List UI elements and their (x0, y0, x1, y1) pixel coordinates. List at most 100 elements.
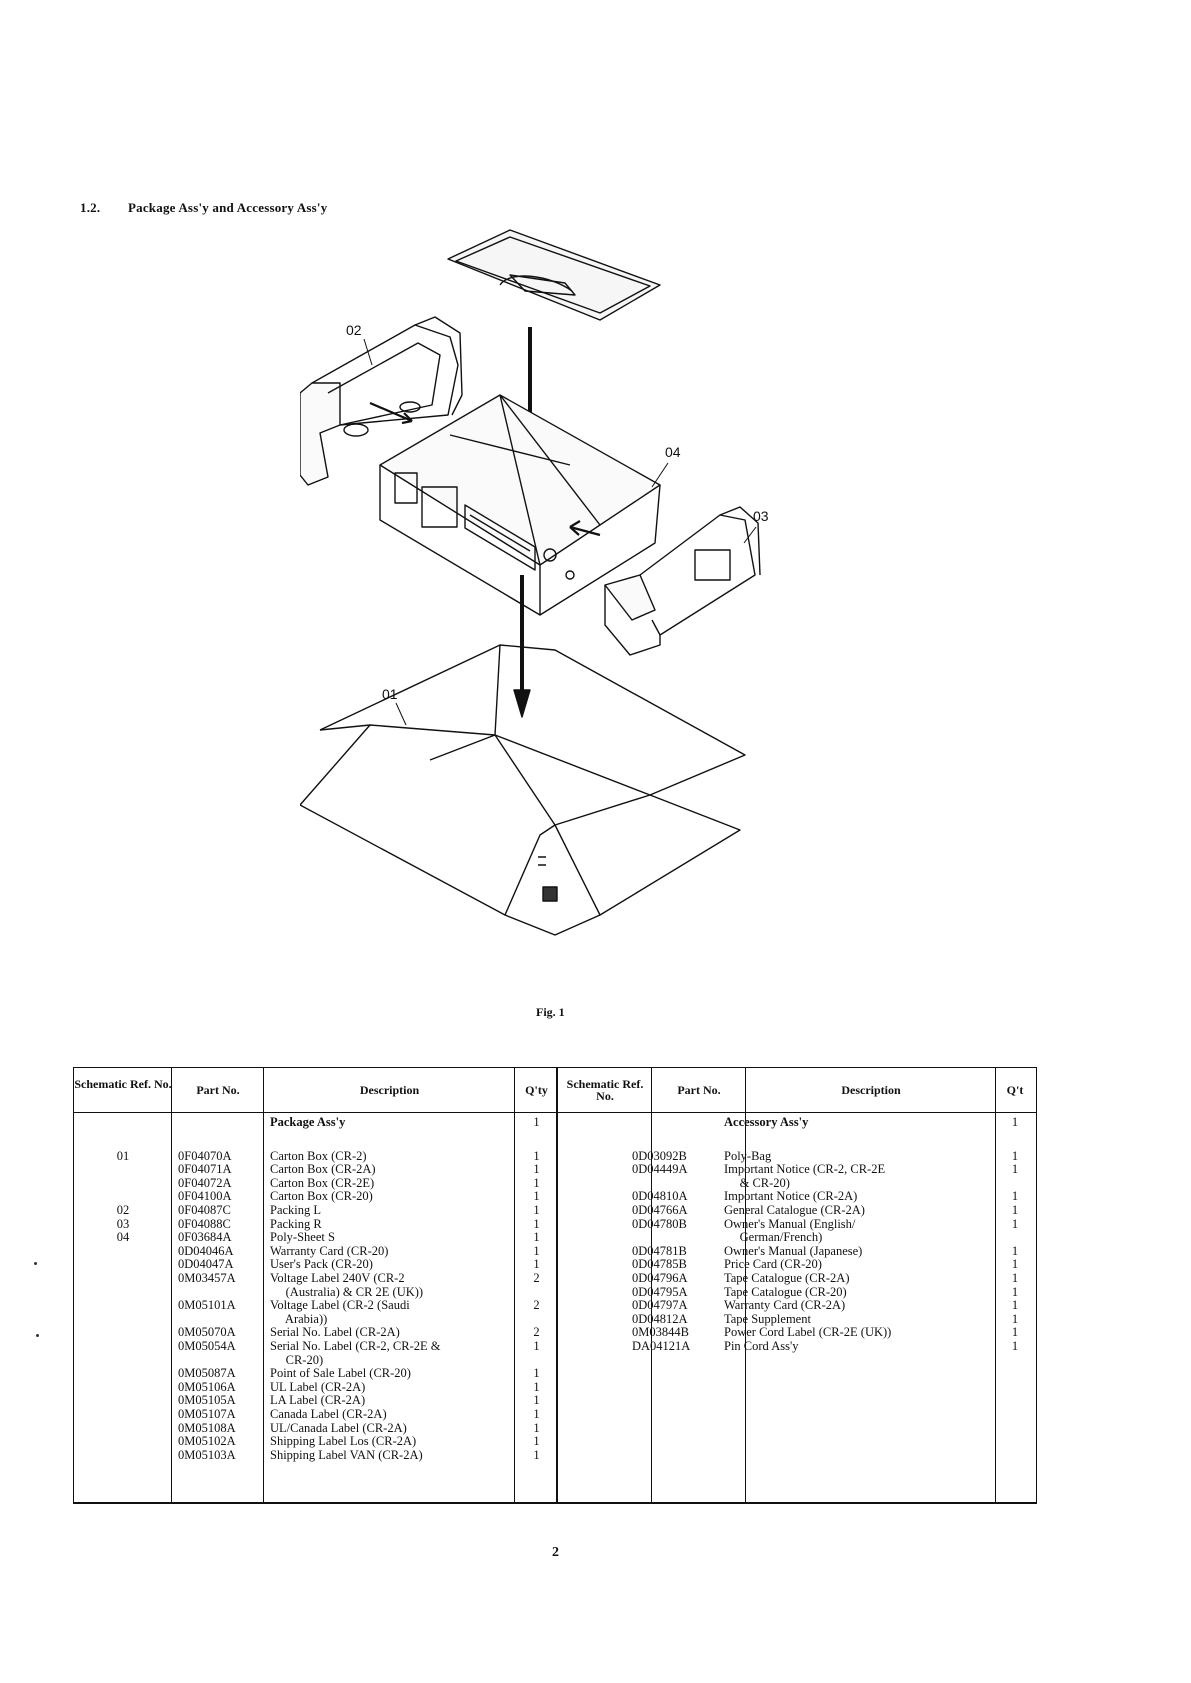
left-row-desc: CR-20) (270, 1352, 324, 1367)
right-row-desc: Important Notice (CR-2, CR-2E (724, 1162, 886, 1177)
left-row-qty: 1 (533, 1189, 540, 1204)
left-row-desc: Carton Box (CR-2E) (270, 1175, 375, 1190)
left-row-part: 0M05108A (178, 1420, 236, 1435)
left-row-desc: (Australia) & CR 2E (UK)) (270, 1284, 424, 1299)
left-row-part: 0M03457A (178, 1271, 236, 1285)
right-row-qty: 1 (1011, 1257, 1019, 1272)
left-row-part: 0F04070A (178, 1148, 232, 1163)
right-row-qty: 1 (1011, 1339, 1019, 1353)
right-row-desc: Tape Catalogue (CR-2A) (724, 1271, 850, 1285)
header-desc-left: Description (359, 1083, 420, 1097)
left-row-desc: Carton Box (CR-2A) (270, 1162, 376, 1177)
left-row-ref: 03 (116, 1216, 130, 1231)
section-title: Package Ass'y and Accessory Ass'y (128, 200, 328, 215)
section-number: 1.2. (80, 200, 101, 215)
packing-l (300, 316, 463, 486)
left-row-part: 0M05102A (178, 1434, 236, 1449)
left-row-desc: UL Label (CR-2A) (270, 1379, 366, 1394)
right-row-desc: Owner's Manual (English/ (724, 1216, 856, 1231)
left-row-desc: Voltage Label (CR-2 (Saudi (270, 1298, 410, 1313)
scan-mark (36, 1334, 39, 1337)
right-row-desc: Power Cord Label (CR-2E (UK)) (724, 1325, 892, 1340)
left-row-desc: Carton Box (CR-20) (270, 1189, 373, 1204)
left-row-desc: Packing R (270, 1216, 322, 1231)
col-desc-right (746, 1068, 996, 1502)
left-row-qty: 1 (533, 1339, 540, 1353)
left-row-part: 0M05103A (178, 1447, 236, 1462)
right-row-desc: German/French) (724, 1230, 823, 1245)
left-row-part: 0F04071A (178, 1162, 232, 1177)
right-row-qty: 1 (1011, 1311, 1019, 1326)
left-row-part: 0F04088C (178, 1216, 231, 1231)
left-row-qty: 1 (533, 1115, 540, 1129)
right-row-part: 0D03092B (632, 1148, 687, 1163)
left-row-desc: Carton Box (CR-2) (270, 1148, 367, 1163)
header-divider (74, 1112, 1036, 1113)
left-row-desc: Serial No. Label (CR-2A) (270, 1325, 400, 1340)
right-row-part: 0D04781B (632, 1243, 687, 1258)
left-row-qty: 1 (533, 1407, 540, 1421)
right-row-qty: 1 (1011, 1325, 1019, 1340)
left-row-desc: Poly-Sheet S (270, 1230, 335, 1245)
left-row-desc: Canada Label (CR-2A) (270, 1407, 387, 1421)
left-row-ref: 01 (116, 1148, 130, 1163)
right-row-desc: Important Notice (CR-2A) (724, 1189, 858, 1204)
left-row-desc: LA Label (CR-2A) (270, 1393, 366, 1408)
left-row-desc: Serial No. Label (CR-2, CR-2E & (270, 1339, 441, 1353)
right-row-qty: 1 (1011, 1298, 1019, 1313)
right-row-desc: General Catalogue (CR-2A) (724, 1203, 865, 1217)
left-row-qty: 1 (533, 1420, 540, 1435)
left-row-desc: Voltage Label 240V (CR-2 (270, 1271, 405, 1285)
right-row-part: 0D04449A (632, 1162, 688, 1177)
left-row-desc: Package Ass'y (270, 1115, 346, 1129)
right-row-qty: 1 (1011, 1284, 1019, 1299)
accessory-poly-bag (447, 229, 661, 321)
col-qty-left (515, 1068, 558, 1502)
right-row-qty: 1 (1011, 1189, 1019, 1204)
right-row-desc: Warranty Card (CR-2A) (724, 1298, 846, 1313)
page-number: 2 (552, 1545, 559, 1560)
callout-03: 03 (753, 508, 769, 524)
left-row-part: 0M05105A (178, 1393, 236, 1408)
left-row-part: 0M05087A (178, 1366, 236, 1381)
left-row-desc: Point of Sale Label (CR-20) (270, 1366, 411, 1381)
callout-02: 02 (346, 322, 362, 338)
right-row-part: 0D04795A (632, 1284, 688, 1299)
left-row-desc: Packing L (270, 1203, 322, 1217)
left-row-qty: 1 (533, 1230, 540, 1245)
left-row-qty: 1 (533, 1243, 540, 1258)
right-row-qty: 1 (1011, 1216, 1019, 1231)
right-row-part: 0D04785B (632, 1257, 687, 1272)
col-ref-right (558, 1068, 652, 1502)
header-ref-left: Schematic Ref. No. (74, 1077, 172, 1091)
left-row-desc: Arabia)) (270, 1311, 328, 1326)
right-row-qty: 1 (1011, 1148, 1019, 1163)
col-part-left (172, 1068, 264, 1502)
right-row-part: 0M03844B (632, 1325, 689, 1340)
header-ref-right: Schematic Ref. No. (566, 1077, 644, 1103)
left-row-part: 0M05054A (178, 1339, 236, 1353)
right-row-qty: 1 (1011, 1115, 1019, 1129)
left-row-part: 0F04087C (178, 1203, 231, 1217)
right-row-qty: 1 (1011, 1162, 1019, 1177)
callout-01: 01 (382, 686, 398, 702)
right-row-part: 0D04812A (632, 1311, 688, 1326)
left-row-part: 0D04047A (178, 1257, 234, 1272)
right-row-part: 0D04780B (632, 1216, 687, 1231)
right-row-desc: Tape Supplement (724, 1311, 811, 1326)
left-row-qty: 2 (533, 1325, 540, 1340)
header-desc-right: Description (841, 1083, 901, 1097)
left-row-qty: 1 (533, 1447, 540, 1462)
section-heading: 1.2. Package Ass'y and Accessory Ass'y (80, 200, 327, 216)
right-row-desc: Accessory Ass'y (724, 1115, 809, 1129)
scan-mark (34, 1262, 37, 1265)
left-row-qty: 1 (533, 1434, 540, 1449)
left-row-qty: 2 (533, 1298, 540, 1313)
left-row-qty: 2 (533, 1271, 540, 1285)
right-row-desc: Poly-Bag (724, 1148, 772, 1163)
packing-r (569, 506, 761, 656)
left-row-qty: 1 (533, 1148, 540, 1163)
exploded-package-diagram: 02 04 03 01 (300, 229, 769, 936)
left-row-part: 0M05101A (178, 1298, 236, 1313)
col-desc-left (264, 1068, 515, 1502)
